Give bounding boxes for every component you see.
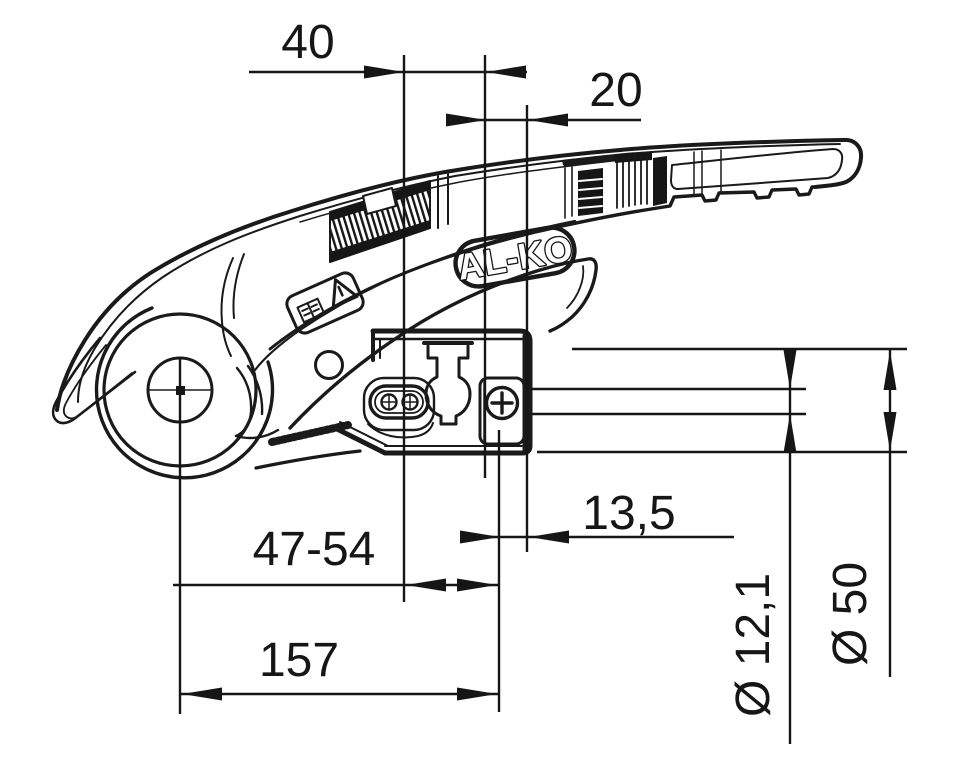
screw-plate xyxy=(362,376,436,432)
arrowhead xyxy=(457,687,497,701)
bracket-outline xyxy=(330,328,533,456)
dim-47-54-label: 47-54 xyxy=(253,523,376,576)
handle-dark-band xyxy=(653,156,667,206)
latch-plate xyxy=(362,187,397,215)
arrowhead xyxy=(883,412,897,451)
dim-13-5-label: 13,5 xyxy=(582,487,675,540)
arrowhead xyxy=(486,65,526,79)
screw-housing xyxy=(478,376,526,446)
dimension-40: 40 xyxy=(249,16,527,79)
dimension-47-54: 47-54 xyxy=(173,523,498,592)
alko-logo: AL-KO xyxy=(453,225,577,289)
arrowhead xyxy=(406,578,446,592)
ratchet-block xyxy=(578,168,603,216)
plate-bottom-wave xyxy=(367,422,434,439)
mounting-bracket xyxy=(330,328,533,456)
arrowhead xyxy=(364,65,404,79)
arrowhead xyxy=(460,530,500,544)
claw-curve xyxy=(246,364,264,416)
ball-socket-outer-rim xyxy=(94,306,275,480)
arrowhead xyxy=(783,350,797,389)
claw-curve xyxy=(234,366,253,438)
arrowhead xyxy=(528,113,568,127)
screw-stadium-inner xyxy=(374,390,424,414)
alko-logo-frame xyxy=(453,225,577,289)
ratchet-top-band xyxy=(615,152,652,163)
arrowhead xyxy=(783,414,797,453)
body-top-contour xyxy=(55,138,845,412)
screw-head xyxy=(484,385,520,421)
arrowhead xyxy=(529,530,569,544)
front-fin-inner xyxy=(62,344,133,420)
dim-dia-12-1-label: Ø 12,1 xyxy=(727,573,780,717)
arrowhead xyxy=(883,351,897,390)
warning-triangle-icon xyxy=(331,278,359,309)
dim-40-label: 40 xyxy=(281,16,334,69)
dimension-20: 20 xyxy=(446,64,643,127)
screw-stadium-outer xyxy=(368,384,430,420)
dim-20-label: 20 xyxy=(589,64,642,117)
keyhole-slot xyxy=(422,341,474,426)
body-inner-line xyxy=(77,143,841,403)
dimension-dia-12-1: Ø 12,1 xyxy=(727,349,797,744)
handle-underside xyxy=(538,185,817,233)
screw-phillips-cross xyxy=(490,391,514,415)
housing-bottom-edge xyxy=(254,449,362,470)
bracket-inner-diagonal xyxy=(339,421,389,447)
screw-cross xyxy=(381,394,418,410)
handle-grip-panel xyxy=(670,148,844,190)
dimension-157: 157 xyxy=(181,634,498,701)
ratchet-teeth xyxy=(616,154,648,209)
dim-157-label: 157 xyxy=(259,634,339,687)
coupling-body: AL-KO xyxy=(51,137,864,480)
manual-book-icon xyxy=(296,297,326,324)
claw-hook xyxy=(234,428,280,440)
warning-label-frame xyxy=(285,271,365,335)
dimension-annotations: 40 20 13,5 47-54 157 xyxy=(173,16,907,744)
pivot-bolt xyxy=(314,350,344,380)
dim-dia-50-label: Ø 50 xyxy=(824,562,877,666)
front-fin xyxy=(51,336,137,425)
arrowhead xyxy=(457,578,497,592)
arrowhead xyxy=(182,687,222,701)
friction-pad-screw xyxy=(362,376,436,439)
pivot-curve xyxy=(232,253,245,319)
handle-tip xyxy=(813,137,864,189)
ratchet-block-stripes xyxy=(578,178,603,209)
warning-label xyxy=(285,271,365,335)
keyhole-outline xyxy=(424,344,472,426)
pivot-curve xyxy=(220,257,234,357)
arrowhead xyxy=(446,113,486,127)
dimension-dia-50: Ø 50 xyxy=(824,349,897,677)
body-right-inner xyxy=(566,265,585,309)
phillips-screw xyxy=(478,376,526,446)
dimension-13-5: 13,5 xyxy=(460,487,734,544)
extension-lines xyxy=(178,55,907,714)
